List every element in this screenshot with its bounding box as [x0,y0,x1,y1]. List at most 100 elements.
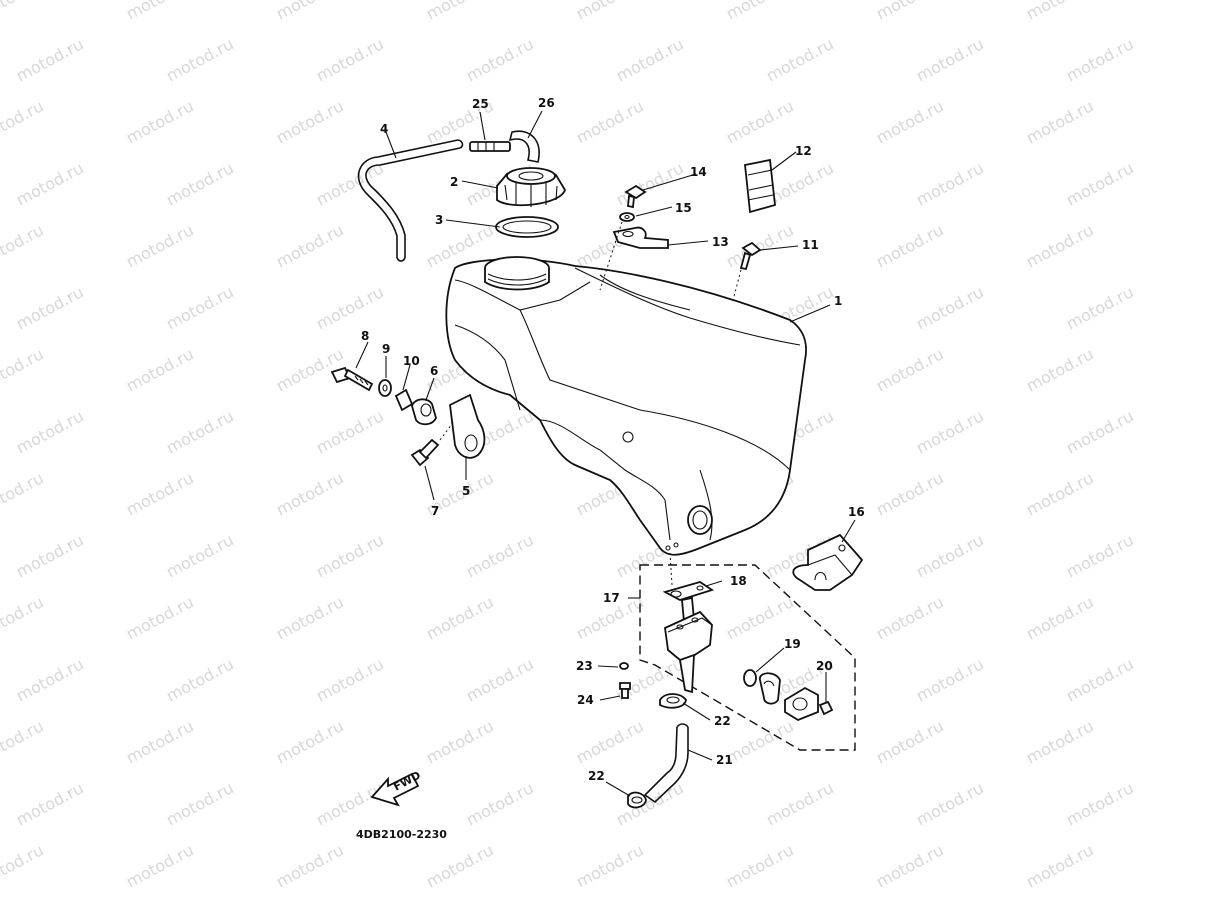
watermark-text: motod.ru [913,158,987,209]
watermark-text: motod.ru [913,530,987,581]
watermark-text: motod.ru [423,0,497,24]
watermark-text: motod.ru [123,468,197,519]
watermark-text: motod.ru [913,34,987,85]
callout-21: 21 [716,753,733,767]
watermark-text: motod.ru [1023,840,1097,891]
watermark-text: motod.ru [0,344,47,395]
watermark-text: motod.ru [873,716,947,767]
watermark-text: motod.ru [613,778,687,829]
watermark-text: motod.ru [873,592,947,643]
callout-3: 3 [435,213,443,227]
watermark-text: motod.ru [0,716,47,767]
callout-19: 19 [784,637,801,651]
watermark-text: motod.ru [1063,654,1137,705]
watermark-text: motod.ru [723,96,797,147]
watermark-text: motod.ru [273,468,347,519]
watermark-text: motod.ru [1063,34,1137,85]
watermark-text: motod.ru [1063,282,1137,333]
watermark-text: motod.ru [913,282,987,333]
breather-hose [357,139,464,262]
watermark-text: motod.ru [123,716,197,767]
callout-25: 25 [472,97,489,111]
watermark-text: motod.ru [273,716,347,767]
watermark-text: motod.ru [463,654,537,705]
watermark-text: motod.ru [0,592,47,643]
watermark-text: motod.ru [723,592,797,643]
callout-13: 13 [712,235,729,249]
fuel-cock-assembly [639,552,856,751]
watermark-text: motod.ru [273,96,347,147]
watermark-text: motod.ru [163,282,237,333]
watermark-text: motod.ru [1023,96,1097,147]
watermark-text: motod.ru [163,158,237,209]
watermark-text: motod.ru [1023,468,1097,519]
watermark-text: motod.ru [873,220,947,271]
watermark-text: motod.ru [723,0,797,24]
callout-20: 20 [816,659,833,673]
watermark-text: motod.ru [313,530,387,581]
watermark-text: motod.ru [0,96,47,147]
callout-22a: 22 [714,714,731,728]
watermark-text: motod.ru [913,778,987,829]
watermark-text: motod.ru [423,840,497,891]
watermark-text: motod.ru [123,0,197,24]
watermark-text: motod.ru [0,468,47,519]
watermark-text: motod.ru [163,530,237,581]
leader-lines [355,110,856,797]
watermark-text: motod.ru [723,840,797,891]
callout-26: 26 [538,96,555,110]
callout-18: 18 [730,574,747,588]
watermark-text: motod.ru [573,840,647,891]
fuel-cap [496,167,566,207]
callout-12: 12 [795,144,812,158]
watermark-text: motod.ru [1063,778,1137,829]
watermark-text: motod.ru [273,592,347,643]
watermark-text: motod.ru [613,34,687,85]
watermark-text: motod.ru [1023,0,1097,24]
callout-11: 11 [802,238,819,252]
watermark-text: motod.ru [0,840,47,891]
watermark-text: motod.ru [763,34,837,85]
watermark-text: motod.ru [313,406,387,457]
callout-16: 16 [848,505,865,519]
callout-23: 23 [576,659,593,673]
watermark-text: motod.ru [573,96,647,147]
watermark-text: motod.ru [723,220,797,271]
watermark-text: motod.ru [873,468,947,519]
watermark-text: motod.ru [13,34,87,85]
callout-5: 5 [462,484,470,498]
hose-joint [469,130,540,163]
callout-6: 6 [430,364,438,378]
watermark-text: motod.ru [313,34,387,85]
watermark-text: motod.ru [1063,406,1137,457]
watermark-text: motod.ru [873,344,947,395]
watermark-text: motod.ru [163,34,237,85]
callout-7: 7 [431,504,439,518]
watermark-text: motod.ru [273,344,347,395]
watermark-text: motod.ru [13,406,87,457]
callout-8: 8 [361,329,369,343]
watermark-text: motod.ru [913,654,987,705]
watermark-text: motod.ru [13,158,87,209]
watermark-text: motod.ru [1063,530,1137,581]
watermark-text: motod.ru [1063,158,1137,209]
watermark-text: motod.ru [463,34,537,85]
watermark-text: motod.ru [273,0,347,24]
callout-9: 9 [382,342,390,356]
cap-gasket [495,216,559,238]
watermark-text: motod.ru [313,778,387,829]
watermark-text: motod.ru [913,406,987,457]
watermark-text: motod.ru [723,716,797,767]
watermark-text: motod.ru [13,654,87,705]
watermark-text: motod.ru [873,0,947,24]
watermark-text: motod.ru [273,840,347,891]
callout-15: 15 [675,201,692,215]
watermark-text: motod.ru [13,778,87,829]
watermark-text: motod.ru [123,220,197,271]
fuel-hose [627,693,689,809]
watermark-text: motod.ru [1023,344,1097,395]
callout-4: 4 [380,122,388,136]
watermark-text: motod.ru [163,778,237,829]
watermark-text: motod.ru [1023,716,1097,767]
watermark-text: motod.ru [463,778,537,829]
